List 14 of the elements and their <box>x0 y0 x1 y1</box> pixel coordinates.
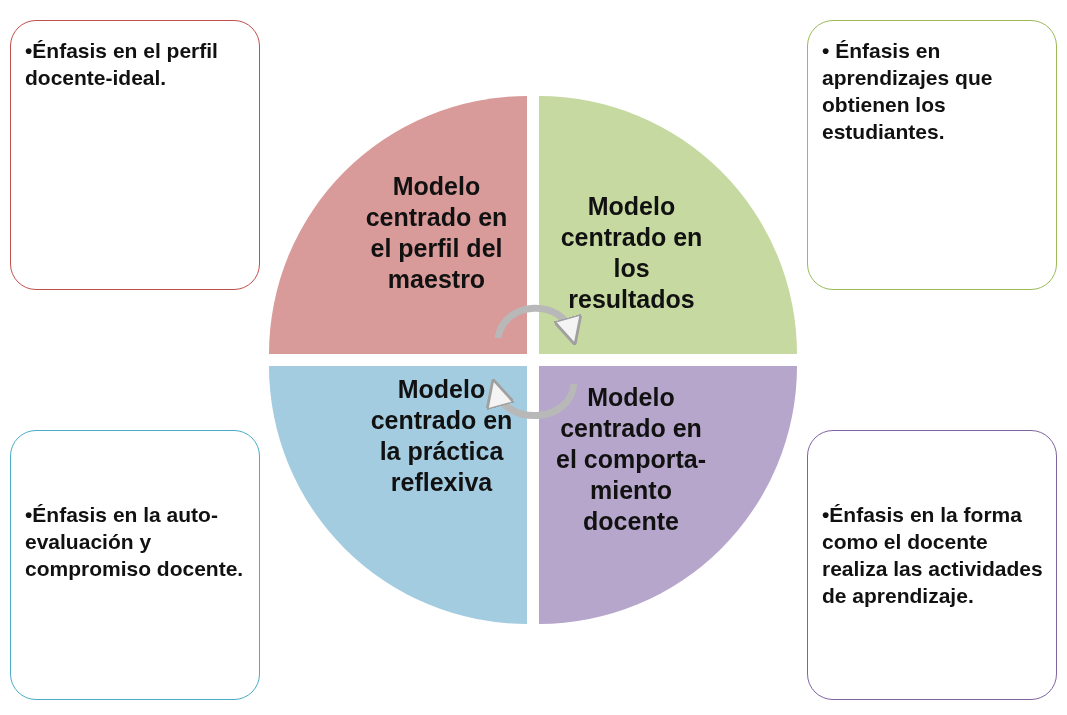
text-card <box>807 430 1057 700</box>
bullet-text: •Énfasis en el perfil docente-ideal. <box>25 38 219 91</box>
quadrant-title: Modelo centrado en el comporta- miento docente <box>555 382 707 537</box>
text-card <box>807 20 1057 290</box>
curved-arrow <box>494 304 580 346</box>
bullet-text: •Énfasis en la auto-evaluación y compromiso docente. <box>25 502 245 582</box>
quadrant-title: Modelo centrado en la práctica reflexiva <box>369 374 514 498</box>
bullet-text: • Énfasis en aprendizajes que obtienen los estudiantes. <box>822 38 994 145</box>
bullet-text: •Énfasis en la forma como el docente realiza las actividades de aprendizaje. <box>822 502 1044 609</box>
quadrant-title: Modelo centrado en los resultados <box>559 191 704 315</box>
curved-arrow <box>488 378 578 419</box>
text-card <box>10 430 260 700</box>
quadrant-title: Modelo centrado en el perfil del maestro <box>364 171 509 295</box>
text-card <box>10 20 260 290</box>
